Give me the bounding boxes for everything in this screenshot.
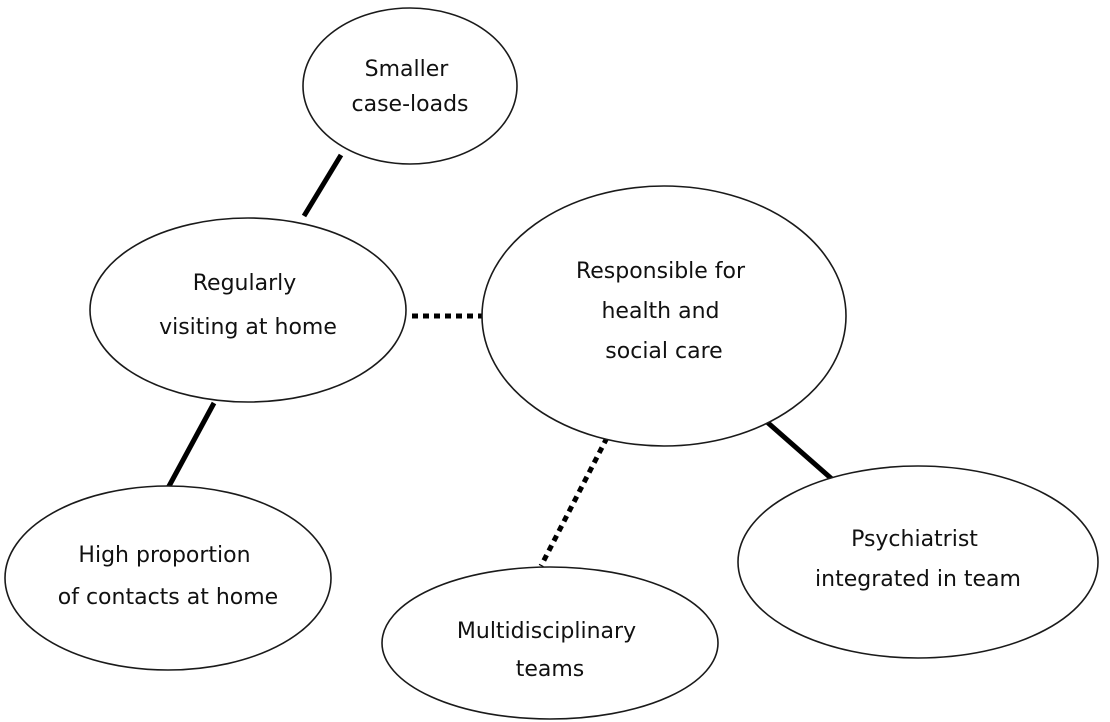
node-responsible-care: Responsible for health and social care (481, 185, 847, 447)
node-ellipse (4, 485, 332, 671)
node-label-line: teams (516, 657, 585, 682)
node-label-line: Psychiatrist (851, 527, 978, 552)
node-label: Smaller case-loads (352, 57, 469, 117)
node-ellipse (481, 185, 847, 447)
node-regularly-visiting: Regularly visiting at home (89, 217, 407, 403)
node-label-line: High proportion (78, 543, 250, 568)
node-label: Regularly visiting at home (159, 271, 337, 340)
edge-smaller-caseloads-to-regularly-visiting (301, 153, 344, 218)
node-label-line: Multidisciplinary (457, 619, 636, 644)
node-label-line: Smaller (365, 57, 450, 82)
node-psychiatrist: Psychiatrist integrated in team (737, 465, 1099, 659)
node-label-line: Regularly (193, 271, 297, 296)
node-label-line: health and (601, 299, 719, 324)
node-label-line: case-loads (352, 92, 469, 117)
node-label: Psychiatrist integrated in team (815, 527, 1021, 592)
node-label-line: visiting at home (159, 315, 337, 340)
node-label-line: integrated in team (815, 567, 1021, 592)
node-label: Multidisciplinary teams (457, 619, 643, 682)
node-multidisciplinary: Multidisciplinary teams (381, 566, 719, 720)
node-label: High proportion of contacts at home (58, 543, 278, 610)
node-ellipse (89, 217, 407, 403)
node-label-line: social care (605, 339, 722, 364)
node-label: Responsible for health and social care (576, 259, 752, 364)
node-label-line: of contacts at home (58, 585, 278, 610)
node-high-proportion: High proportion of contacts at home (4, 485, 332, 671)
edge-responsible-care-to-psychiatrist (765, 420, 835, 482)
edge-responsible-care-to-multidisciplinary (538, 426, 615, 568)
node-ellipse (302, 7, 518, 165)
node-label-line: Responsible for (576, 259, 746, 284)
node-ellipse (381, 566, 719, 720)
node-smaller-caseloads: Smaller case-loads (302, 7, 518, 165)
node-ellipse (737, 465, 1099, 659)
edge-regularly-visiting-to-high-proportion (165, 401, 217, 490)
